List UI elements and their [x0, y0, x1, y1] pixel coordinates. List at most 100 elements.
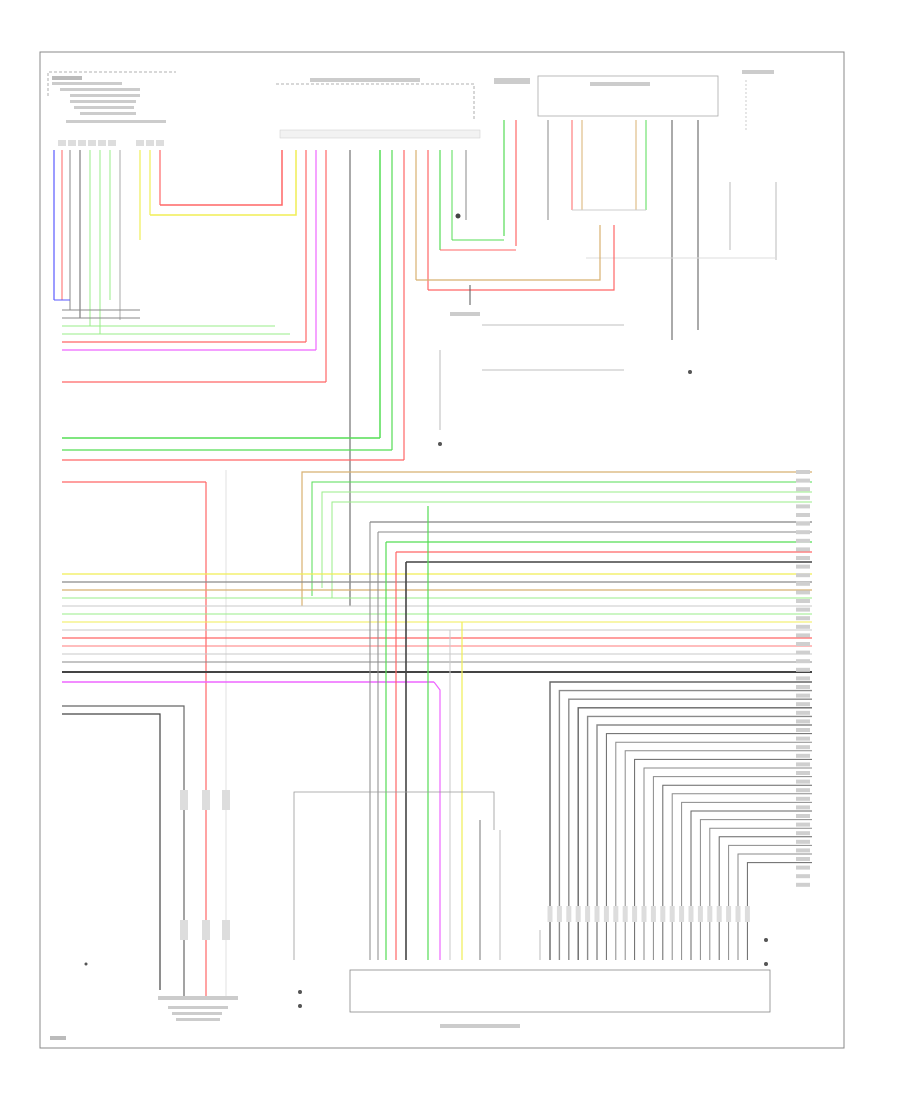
tan-red-cross	[416, 225, 615, 291]
fan-wire	[605, 733, 812, 960]
fan-connector-pin	[622, 906, 628, 922]
fan-connector-pin	[632, 906, 638, 922]
right-pin-label	[796, 470, 810, 474]
fan-connector-pin	[707, 906, 713, 922]
top-yellow-red-loop	[150, 150, 297, 216]
fan-wire	[634, 758, 812, 960]
fan-connector-pin	[575, 906, 581, 922]
fan-wire	[549, 681, 812, 960]
fan-connector-pin	[547, 906, 553, 922]
fan-connector-pin	[613, 906, 619, 922]
fan-wire	[577, 707, 812, 960]
top-center-connector	[276, 78, 481, 460]
fan-connector-pin	[641, 906, 647, 922]
right-pin-label	[796, 874, 810, 879]
right-pin-label	[796, 504, 810, 509]
fan-wire	[643, 767, 812, 960]
right-pin-label	[796, 556, 810, 560]
top-right-connectors	[440, 70, 777, 340]
gray-fan-bundle	[547, 681, 812, 960]
fan-wire	[690, 810, 812, 960]
right-pin-label	[796, 478, 810, 483]
center-harness	[62, 573, 812, 960]
fan-wire	[615, 741, 812, 960]
right-pin-label	[796, 728, 810, 732]
fan-connector-pin	[679, 906, 685, 922]
right-pin-label	[796, 513, 810, 517]
right-pin-label	[796, 685, 810, 689]
right-pin-label	[796, 822, 810, 827]
right-pin-label	[796, 667, 810, 672]
bottom-connector	[293, 791, 771, 1028]
right-pin-label	[796, 857, 810, 861]
right-pin-label	[796, 814, 810, 818]
fan-connector-pin	[697, 906, 703, 922]
right-pin-label	[796, 710, 810, 715]
lower-left-harness	[50, 705, 238, 1040]
right-bundle	[301, 471, 812, 606]
right-pin-label	[796, 788, 810, 793]
fan-wire	[709, 827, 812, 960]
right-pin-label	[796, 599, 810, 603]
center-descenders	[369, 506, 463, 960]
fan-connector-pin	[744, 906, 750, 922]
fan-connector-pin	[660, 906, 666, 922]
diagram-frame	[39, 51, 845, 1049]
right-pin-label	[796, 779, 810, 784]
right-pin-label	[796, 745, 810, 750]
top-left-connector	[47, 71, 176, 334]
right-pin-label	[796, 676, 810, 681]
right-pin-label	[796, 624, 810, 629]
fan-connector-pin	[716, 906, 722, 922]
fan-wire	[586, 715, 812, 960]
mid-relay-area	[438, 285, 692, 446]
right-pin-label	[796, 573, 810, 578]
right-pin-label	[796, 882, 810, 887]
fan-wire	[596, 724, 812, 960]
right-pin-label	[796, 530, 810, 535]
fan-connector-pin	[603, 906, 609, 922]
fan-wire	[681, 801, 812, 960]
fan-connector-pin	[669, 906, 675, 922]
right-pin-label	[796, 642, 810, 646]
fan-wire	[737, 853, 812, 960]
right-pin-label	[796, 831, 810, 836]
right-pin-label	[796, 616, 810, 621]
fan-wire	[699, 819, 812, 960]
fan-connector-pin	[594, 906, 600, 922]
right-pin-label	[796, 865, 810, 870]
ground-markers	[84, 213, 768, 1008]
right-pin-label	[796, 848, 810, 853]
right-pin-label	[796, 650, 810, 655]
right-pin-label	[796, 762, 810, 767]
right-pin-label	[796, 581, 810, 586]
right-pin-label	[796, 753, 810, 758]
fan-connector-pin	[726, 906, 732, 922]
right-pin-label	[796, 487, 810, 492]
fan-connector-pin	[688, 906, 694, 922]
top-left-pins	[58, 140, 164, 146]
fan-wire	[624, 750, 812, 960]
right-pin-label	[796, 659, 810, 664]
right-pin-label	[796, 633, 810, 638]
right-pin-label	[796, 607, 810, 612]
fan-wire	[652, 776, 812, 960]
fan-wire	[558, 689, 812, 960]
fan-connector-pin	[566, 906, 572, 922]
right-pin-label	[796, 805, 810, 810]
right-pin-label	[796, 736, 810, 741]
right-pin-label	[796, 590, 810, 595]
fan-wire	[671, 793, 812, 960]
right-pin-label	[796, 693, 810, 698]
fan-wire	[746, 862, 812, 960]
right-pin-label	[796, 538, 810, 543]
left-harness-lines	[62, 150, 351, 606]
right-pin-label	[796, 719, 810, 724]
right-pin-label	[796, 771, 810, 775]
fan-connector-pin	[650, 906, 656, 922]
right-pin-label	[796, 702, 810, 707]
right-pin-label	[796, 547, 810, 552]
fan-connector-pin	[556, 906, 562, 922]
right-pin-label	[796, 495, 810, 500]
